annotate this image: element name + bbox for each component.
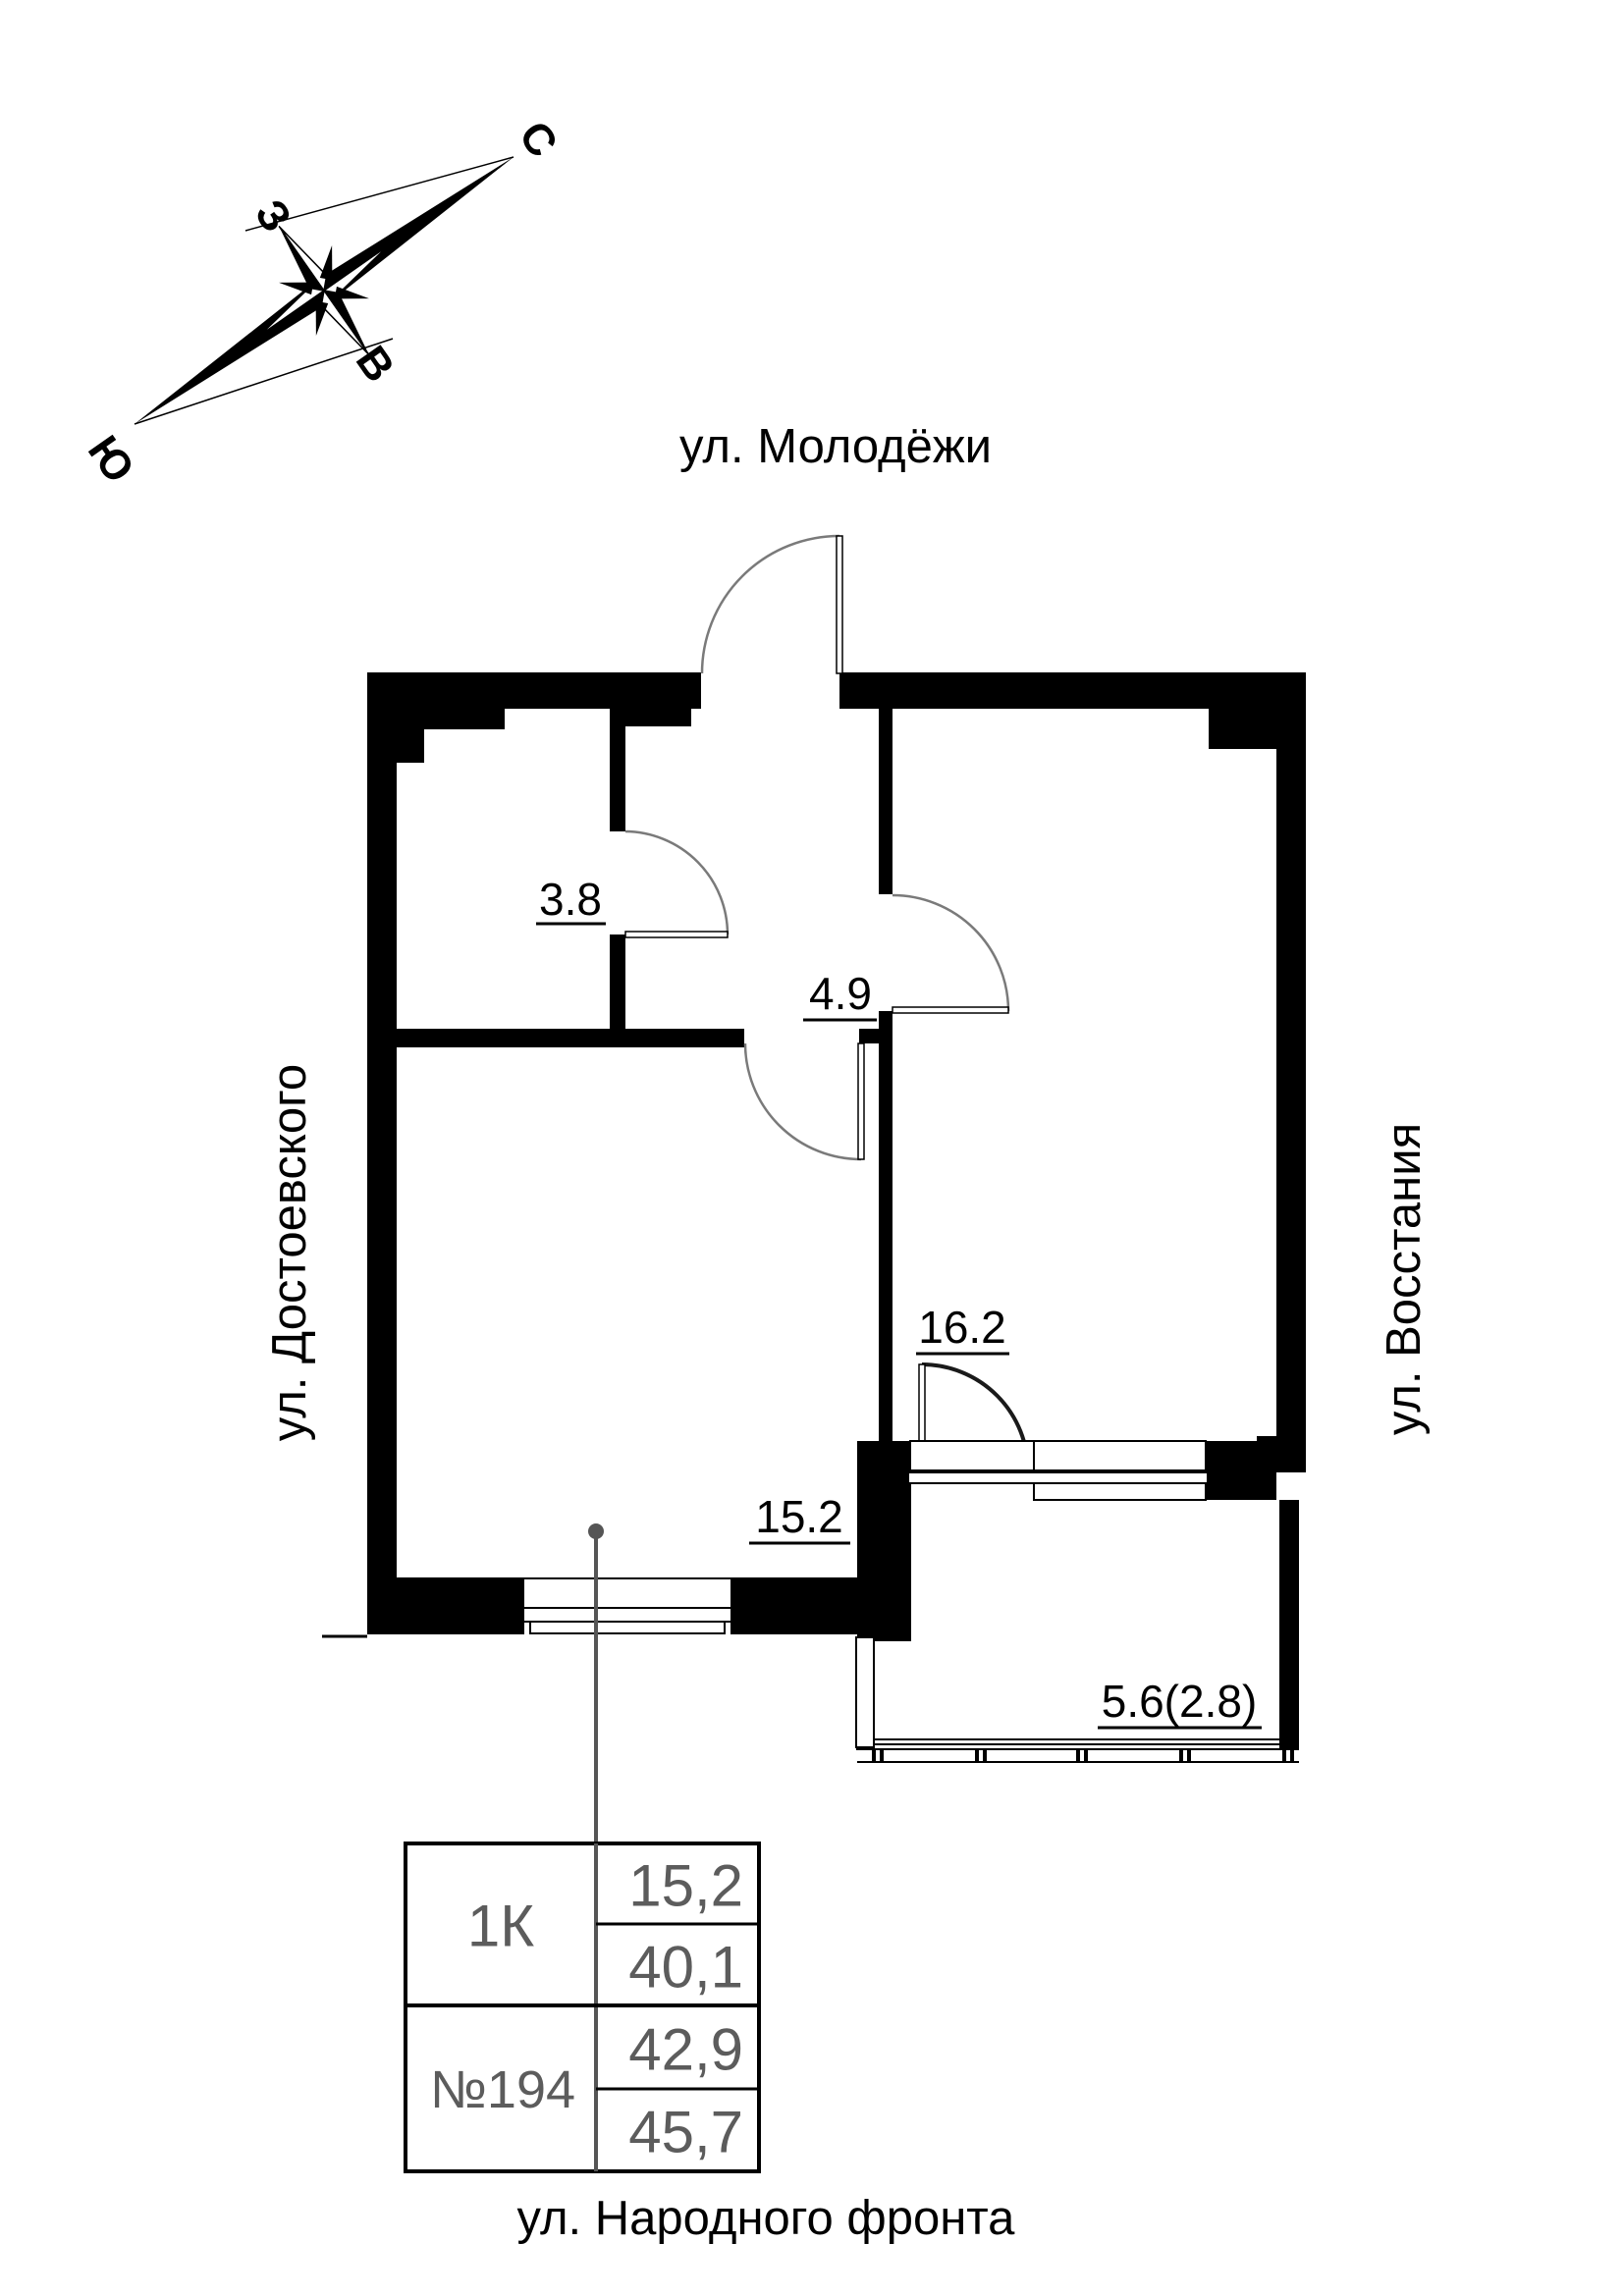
balcony-railing (855, 1636, 1299, 1763)
street-label-left: ул. Достоевского (263, 1064, 316, 1441)
apartment-number: №194 (430, 2060, 575, 2119)
compass-east-label: В (347, 338, 404, 391)
table-value-living-area: 15,2 (628, 1853, 743, 1919)
apartment-type: 1К (467, 1894, 534, 1959)
window-room-16 (907, 1440, 1209, 1501)
room-label-bathroom: 3.8 (536, 874, 606, 926)
compass-rose-icon: С З В Ю (79, 113, 567, 492)
svg-text:15.2: 15.2 (755, 1491, 843, 1542)
bathroom-door (624, 829, 730, 938)
compass-north-label: С (510, 113, 567, 166)
svg-text:5.6(2.8): 5.6(2.8) (1102, 1676, 1258, 1727)
street-label-top: ул. Молодёжи (679, 420, 992, 473)
table-value-area-2: 40,1 (628, 1935, 743, 2001)
room-15-door (743, 1042, 865, 1161)
compass-west-label: З (245, 191, 300, 241)
entrance-door (700, 534, 843, 674)
room-label-balcony: 5.6(2.8) (1098, 1676, 1262, 1730)
table-value-area-3: 42,9 (628, 2017, 743, 2083)
svg-text:16.2: 16.2 (918, 1302, 1006, 1353)
window-room-15 (522, 1577, 732, 1634)
compass-south-label: Ю (79, 427, 143, 491)
room-label-living-room: 16.2 (916, 1302, 1009, 1356)
room-16-door (892, 893, 1010, 1014)
street-label-right: ул. Восстания (1378, 1123, 1431, 1435)
table-value-total-area: 45,7 (628, 2100, 743, 2165)
room-label-hallway: 4.9 (803, 968, 877, 1022)
svg-text:3.8: 3.8 (539, 874, 602, 925)
apartment-info-table: 1К №194 15,2 40,1 42,9 45,7 (404, 1842, 761, 2173)
street-label-bottom: ул. Народного фронта (517, 2192, 1016, 2245)
svg-text:4.9: 4.9 (809, 968, 872, 1019)
room-label-kitchen-living: 15.2 (749, 1491, 850, 1545)
walls (322, 672, 1306, 1750)
